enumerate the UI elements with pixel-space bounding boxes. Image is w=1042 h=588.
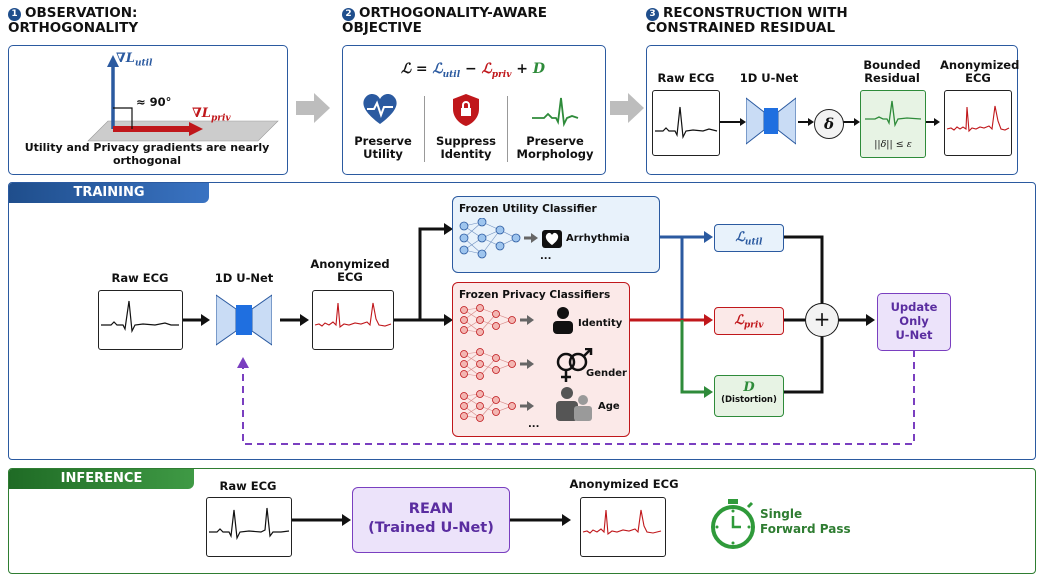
train-unet-label: 1D U-Net (214, 271, 274, 285)
angle-label: ≈ 90° (136, 95, 172, 109)
bounded-residual-label: Bounded Residual (863, 58, 921, 85)
s3-anonymized-label: Anonymized ECG (940, 58, 1020, 85)
inf-anonymized-plot (580, 497, 666, 557)
training-connectors (183, 223, 915, 445)
priv-gradient-label: ∇Lpriv (192, 106, 231, 124)
identity-label: Identity (578, 318, 623, 329)
orthogonality-panel (8, 45, 288, 175)
update-unet-box: Update Only U-Net (877, 293, 951, 351)
section1-title-text: OBSERVATION: ORTHOGONALITY (8, 5, 139, 36)
loss-priv-box: ℒpriv (714, 307, 784, 335)
train-unet-icon (216, 294, 272, 346)
sum-node: + (805, 303, 839, 337)
update-unet-label: Update Only U-Net (890, 300, 938, 342)
util-gradient-label: ∇Lutil (116, 51, 153, 69)
right-angle-mark (113, 107, 133, 129)
gender-symbol-icon (556, 348, 593, 382)
objective-divider-2 (507, 96, 508, 162)
privacy-classifier-title: Frozen Privacy Classifiers (459, 289, 611, 301)
section3-title-text: RECONSTRUCTION WITH CONSTRAINED RESIDUAL (646, 5, 848, 36)
loss-distortion-box: D (Distortion) (714, 375, 784, 417)
inference-arrows (290, 514, 571, 526)
privacy-networks-icon (459, 304, 536, 423)
distortion-note: (Distortion) (721, 395, 777, 405)
s3-raw-ecg-plot (652, 90, 720, 156)
train-anonymized-plot (312, 290, 394, 350)
plus-symbol: + (813, 307, 831, 331)
delta-symbol: δ (823, 115, 834, 133)
flow-arrow-2 (610, 93, 644, 123)
flow-arrow-1 (296, 93, 330, 123)
inf-raw-ecg-label: Raw ECG (219, 479, 277, 493)
utility-network-icon (459, 218, 538, 259)
train-raw-ecg-label: Raw ECG (111, 271, 169, 285)
orthogonality-caption: Utility and Privacy gradients are nearly… (24, 141, 270, 167)
inference-panel (8, 468, 1036, 574)
orthogonality-figure (87, 55, 279, 142)
step-number-1: 1 (8, 8, 21, 21)
suppress-identity-label: Suppress Identity (435, 134, 497, 161)
identity-person-icon (553, 307, 573, 334)
utility-ellipsis: ... (540, 251, 552, 262)
training-tab: TRAINING (9, 183, 209, 203)
bound-expression: ||δ|| ≤ ε (874, 139, 912, 150)
section2-title-text: ORTHOGONALITY-AWARE OBJECTIVE (342, 5, 547, 36)
train-raw-ecg-plot (98, 290, 183, 350)
objective-divider-1 (424, 96, 425, 162)
loss-util-box: ℒutil (714, 224, 784, 252)
utility-classifier-title: Frozen Utility Classifier (459, 203, 597, 215)
train-anonymized-label: Anonymized ECG (310, 257, 390, 284)
objective-formula: ℒ = ℒutil − ℒpriv + D (400, 61, 546, 80)
s3-unet-label: 1D U-Net (739, 71, 799, 85)
inference-tab: INFERENCE (9, 469, 194, 489)
distortion-symbol: D (743, 380, 755, 395)
rean-box: REAN (Trained U-Net) (352, 487, 510, 553)
stopwatch-icon (711, 499, 755, 549)
preserve-morphology-label: Preserve Morphology (516, 134, 594, 161)
heart-icon (363, 93, 397, 124)
training-panel (8, 182, 1036, 460)
privacy-ellipsis: ... (528, 419, 540, 430)
rean-label: REAN (Trained U-Net) (368, 501, 494, 536)
shield-lock-icon (453, 94, 479, 126)
s3-anonymized-plot (944, 90, 1012, 156)
age-label: Age (598, 401, 620, 412)
inf-raw-ecg-plot (206, 497, 292, 557)
ecg-waveform-icon (532, 97, 579, 128)
age-people-icon (556, 387, 592, 421)
step-number-2: 2 (342, 8, 355, 21)
heart-ecg-icon (542, 230, 562, 248)
preserve-utility-label: Preserve Utility (354, 134, 412, 161)
s3-raw-ecg-label: Raw ECG (657, 71, 715, 85)
arrhythmia-label: Arrhythmia (566, 233, 630, 244)
s3-unet-icon (746, 97, 796, 145)
inf-anonymized-label: Anonymized ECG (569, 477, 679, 491)
delta-node: δ (814, 109, 844, 139)
step-number-3: 3 (646, 8, 659, 21)
gender-label: Gender (586, 368, 627, 379)
bounded-residual-plot: ||δ|| ≤ ε (860, 90, 926, 158)
single-forward-pass-label: Single Forward Pass (760, 507, 851, 536)
